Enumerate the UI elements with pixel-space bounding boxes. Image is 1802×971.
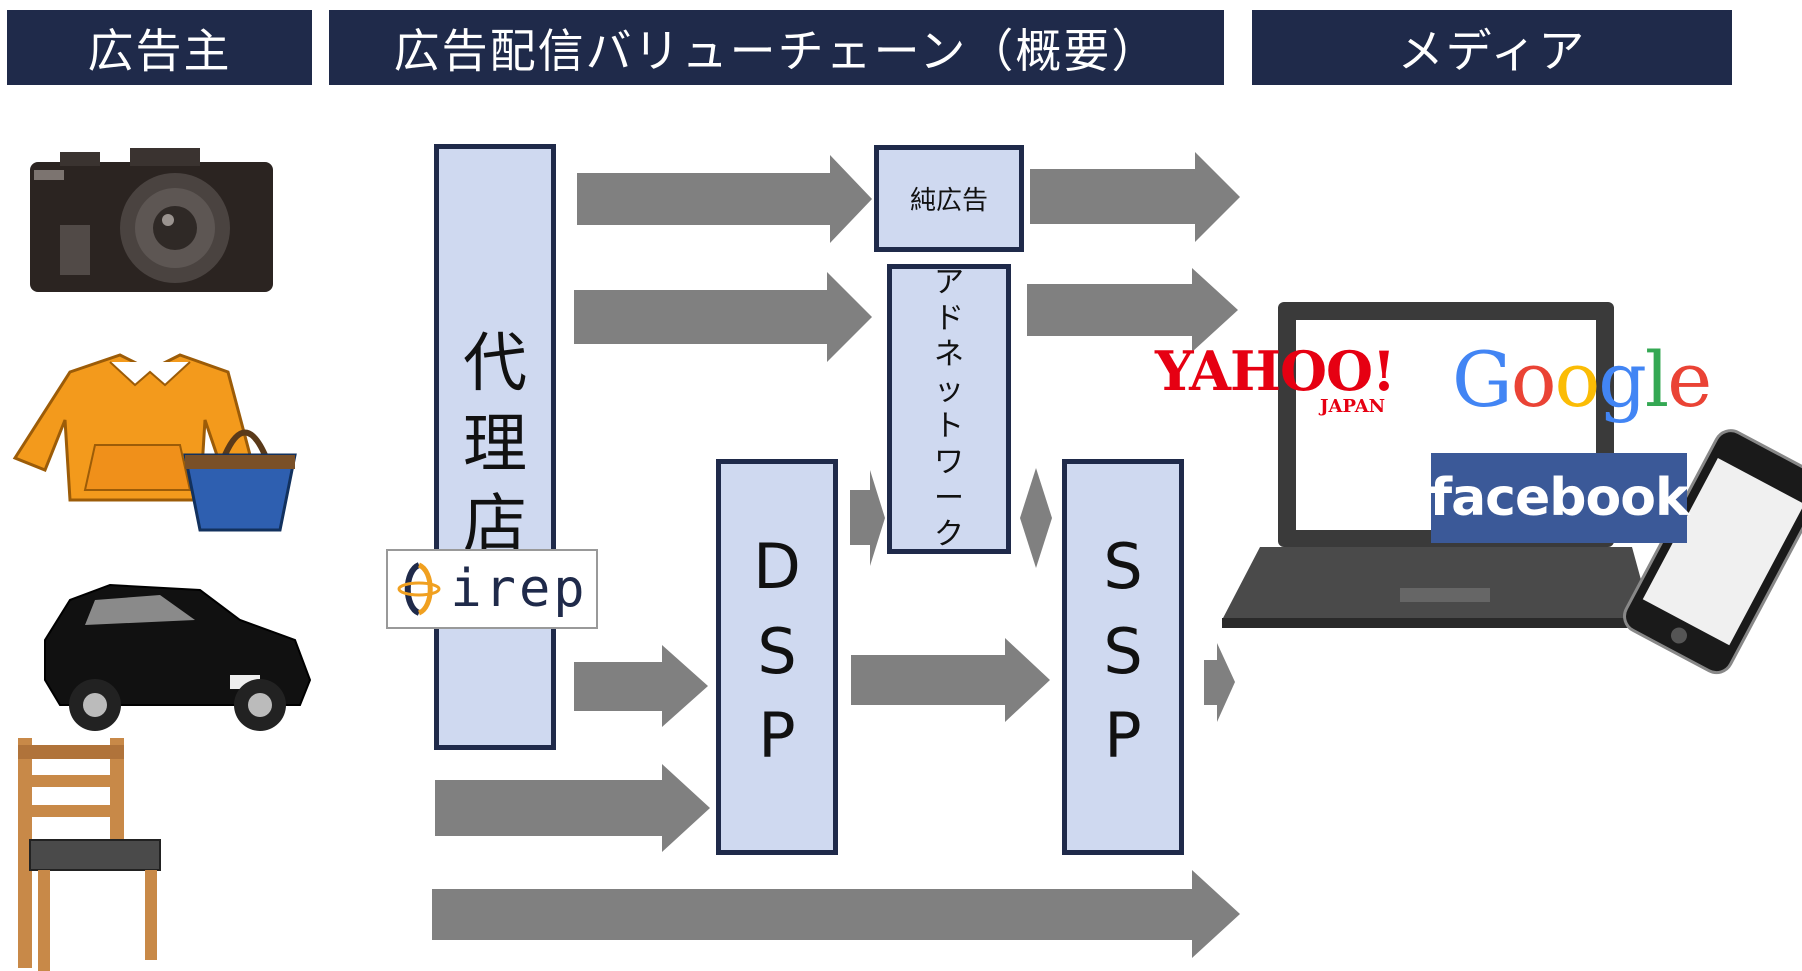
irep-mark-icon [397, 562, 441, 616]
yahoo-logo: YAHOO! JAPAN [1155, 344, 1427, 426]
google-letter: o [1510, 335, 1557, 424]
arrow-dsp-to-ssp [851, 638, 1050, 722]
arrow-adnetwork-to-media [1027, 268, 1238, 352]
arrow-adnetwork-ssp-double [1020, 468, 1052, 568]
header-advertiser: 広告主 [7, 10, 312, 85]
ad-network-label: アドネットワーク [934, 265, 964, 553]
google-logo: Google [1452, 335, 1722, 425]
node-ad-network: アドネットワーク [887, 264, 1011, 554]
yahoo-sub-text: JAPAN [1320, 396, 1386, 417]
vertical-char: ワ [934, 445, 964, 480]
vertical-char: S [757, 614, 797, 688]
vertical-char: S [1103, 614, 1143, 688]
google-letter: g [1598, 335, 1647, 424]
node-agency: 代理店 [434, 144, 556, 750]
arrow-agency-to-dsp [574, 645, 708, 727]
irep-text: irep [450, 559, 588, 619]
vertical-char: 理 [463, 407, 527, 482]
google-letter: G [1452, 335, 1513, 424]
vertical-char: ア [934, 265, 964, 300]
vertical-char: S [1103, 530, 1143, 604]
tote-bag-icon [183, 429, 297, 532]
node-pure-ad: 純広告 [874, 145, 1024, 252]
advertiser-products [12, 148, 312, 971]
chair-icon [18, 738, 161, 971]
agency-label: 代理店 [463, 326, 527, 568]
arrow-pure-ad-to-media [1030, 152, 1240, 242]
google-letter: e [1667, 335, 1712, 424]
vertical-char: ッ [934, 373, 964, 408]
arrow-advertiser-to-dsp [435, 764, 710, 852]
camera-icon [30, 148, 273, 292]
google-letter: l [1644, 335, 1669, 424]
vertical-char: P [758, 699, 796, 773]
facebook-text: facebook [1429, 468, 1689, 528]
vertical-char: P [1104, 699, 1142, 773]
vertical-char: ネ [934, 337, 964, 372]
irep-logo: irep [386, 549, 598, 629]
yahoo-text: YAHOO! [1155, 339, 1396, 403]
vertical-char: 代 [463, 326, 527, 401]
vertical-char: ク [934, 517, 964, 552]
header-media: メディア [1252, 10, 1732, 85]
vertical-char: ト [934, 409, 964, 444]
vertical-char: D [753, 530, 801, 604]
facebook-logo: facebook [1429, 453, 1690, 543]
arrow-dsp-to-adnetwork [850, 470, 885, 566]
arrow-ssp-to-media [1204, 643, 1235, 722]
arrow-agency-to-pure-ad [577, 155, 872, 243]
google-text: Google [1452, 335, 1712, 424]
header-value-chain: 広告配信バリューチェーン（概要） [329, 10, 1224, 85]
vertical-char: ー [934, 481, 964, 516]
car-icon [44, 583, 312, 731]
arrow-advertiser-to-media [432, 870, 1240, 958]
vertical-char: ド [934, 301, 964, 336]
arrow-agency-to-adnetwork [574, 272, 872, 362]
google-letter: o [1554, 335, 1600, 424]
